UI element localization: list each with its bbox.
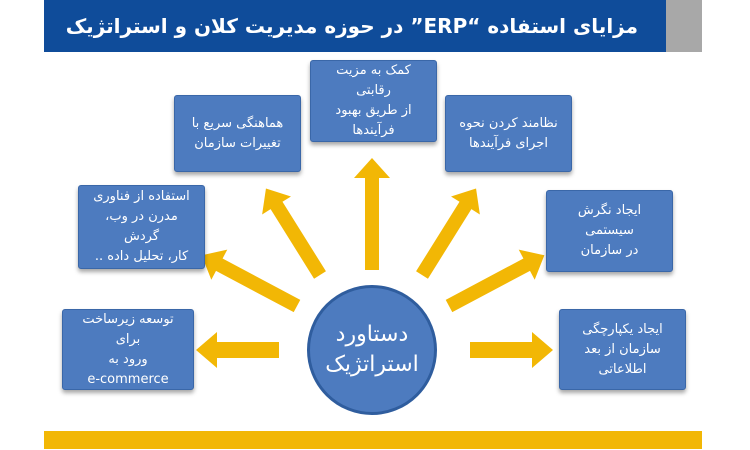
arrow-right-low — [470, 332, 553, 368]
slide-title: مزایای استفاده “ERP” در حوزه مدیریت کلان… — [65, 14, 638, 38]
box-ecommerce-term: e-commerce — [87, 371, 169, 387]
bottom-accent-bar — [44, 431, 702, 449]
box-organizational-agility: هماهنگی سریع با تغییرات سازمان — [174, 95, 301, 172]
box-organizational-agility-text: هماهنگی سریع با تغییرات سازمان — [191, 115, 284, 151]
arrow-right-mid — [445, 249, 545, 313]
arrow-upper-right — [416, 188, 480, 279]
arrow-up — [354, 158, 390, 270]
box-systemic-view-text: ایجاد نگرش سیستمی در سازمان — [577, 203, 642, 258]
center-label: دستاورد استراتژیک — [325, 322, 419, 377]
box-ecommerce-text: توسعه زیرساخت برای ورود به — [82, 311, 174, 367]
arrow-left-low — [196, 332, 279, 368]
box-systemic-view: ایجاد نگرش سیستمی در سازمان — [546, 190, 673, 272]
center-strategic-achievement: دستاورد استراتژیک — [307, 285, 437, 415]
box-ecommerce: توسعه زیرساخت برای ورود به e-commerce — [62, 309, 194, 390]
arrow-upper-left — [262, 188, 326, 279]
title-accent-block — [666, 0, 702, 52]
box-modern-technology-text: استفاده از فناوری مدرن در وب، گردش کار، … — [93, 189, 190, 264]
box-competitive-advantage-text: کمک به مزیت رقابتی از طریق بهبود فرآینده… — [335, 63, 412, 138]
arrow-left-mid — [201, 249, 301, 313]
box-information-integration-text: ایجاد یکپارچگی سازمان از بعد اطلاعاتی — [582, 321, 663, 377]
box-process-systematization-text: نظامند کردن نحوه اجرای فرآیندها — [459, 115, 558, 151]
box-process-systematization: نظامند کردن نحوه اجرای فرآیندها — [445, 95, 572, 172]
box-competitive-advantage: کمک به مزیت رقابتی از طریق بهبود فرآینده… — [310, 60, 437, 142]
box-information-integration: ایجاد یکپارچگی سازمان از بعد اطلاعاتی — [559, 309, 686, 390]
box-modern-technology: استفاده از فناوری مدرن در وب، گردش کار، … — [78, 185, 205, 269]
title-bar: مزایای استفاده “ERP” در حوزه مدیریت کلان… — [44, 0, 666, 52]
